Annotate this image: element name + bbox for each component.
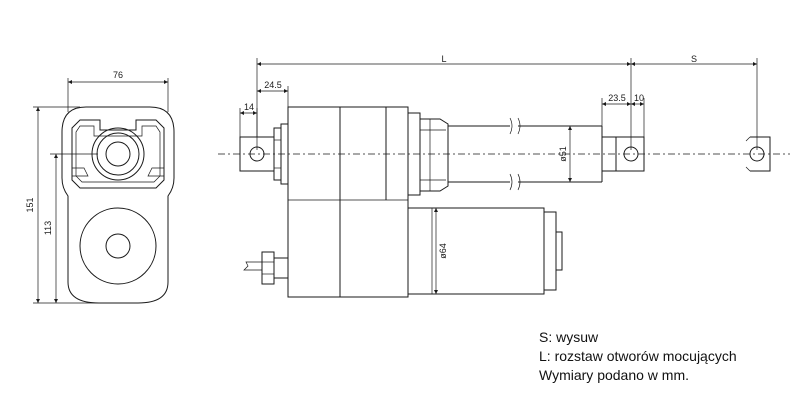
end-view-motor-hole xyxy=(105,233,131,259)
legend-stroke: S: wysuw xyxy=(539,329,599,345)
front-clevis xyxy=(615,136,645,172)
end-view-lug xyxy=(71,119,165,189)
dim-23-5-label: 23.5 xyxy=(608,93,626,103)
side-view: L S 24.5 14 23.5 10 ø51 ø64 xyxy=(218,54,790,298)
dim-10-label: 10 xyxy=(634,93,644,103)
legend-length: L: rozstaw otworów mocujących xyxy=(539,348,737,364)
motor xyxy=(407,207,545,295)
dia-64-label: ø64 xyxy=(438,243,448,259)
legend: S: wysuw L: rozstaw otworów mocujących W… xyxy=(539,328,737,385)
end-view: 76 151 113 xyxy=(25,70,175,304)
dim-113-label: 113 xyxy=(43,221,53,235)
dim-76-label: 76 xyxy=(113,70,123,80)
dim-L-label: L xyxy=(441,54,446,64)
legend-units: Wymiary podano w mm. xyxy=(539,367,690,383)
dim-S-label: S xyxy=(691,54,697,64)
cable-gland xyxy=(243,251,289,285)
main-housing xyxy=(287,106,409,298)
dim-24-5-label: 24.5 xyxy=(264,80,282,90)
end-view-motor-circle xyxy=(79,207,157,285)
dim-151-label: 151 xyxy=(25,197,35,212)
end-view-eye-hole xyxy=(105,141,131,167)
dia-51-label: ø51 xyxy=(558,146,568,162)
end-view-housing xyxy=(61,106,175,304)
dim-14-label: 14 xyxy=(244,102,254,112)
